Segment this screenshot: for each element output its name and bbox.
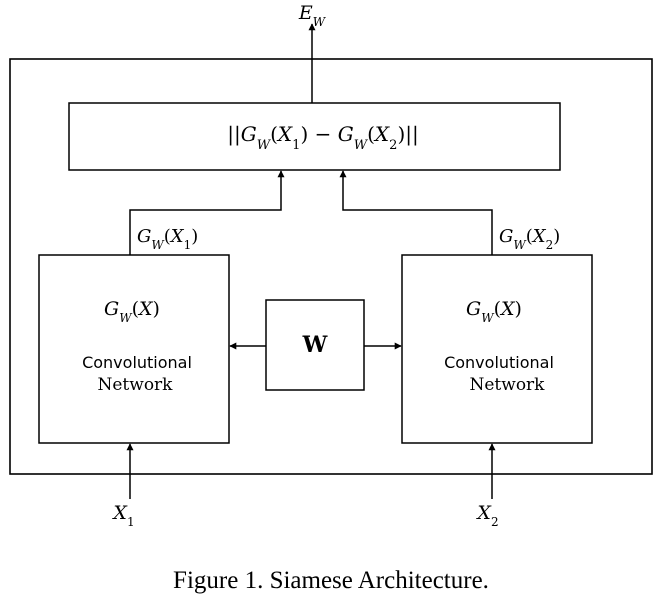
right-output-label: GW(X2) (499, 226, 560, 252)
energy-output-label: EW (298, 2, 327, 29)
left-output-label: GW(X1) (137, 226, 198, 252)
right-input-label: X2 (475, 502, 498, 529)
left-network-output-arrow (129, 170, 285, 255)
distance-box (68, 102, 561, 171)
energy-output-label-main: E (298, 2, 313, 24)
left-convolutional-network-box (38, 254, 230, 444)
left-network-title-line2: Network (98, 375, 174, 395)
right-network-title-line2: Network (470, 375, 546, 395)
right-network-title-line1: Convolutional (444, 353, 554, 372)
left-network-title-line1: Convolutional (82, 353, 192, 372)
right-network-output-arrow (339, 170, 493, 255)
distance-expression: ||GW(X1) − GW(X2)|| (227, 122, 418, 153)
right-convolutional-network-box (401, 254, 593, 444)
energy-output-label-subscript: W (313, 15, 327, 29)
shared-weights-box (265, 299, 365, 391)
outer-container-box (9, 58, 653, 475)
right-network-function-label: GW(X) (466, 298, 522, 325)
figure-caption: Figure 1. Siamese Architecture. (173, 567, 489, 594)
left-input-label: X1 (111, 502, 134, 529)
left-network-function-label: GW(X) (104, 298, 160, 325)
shared-weights-label: W (302, 332, 328, 358)
